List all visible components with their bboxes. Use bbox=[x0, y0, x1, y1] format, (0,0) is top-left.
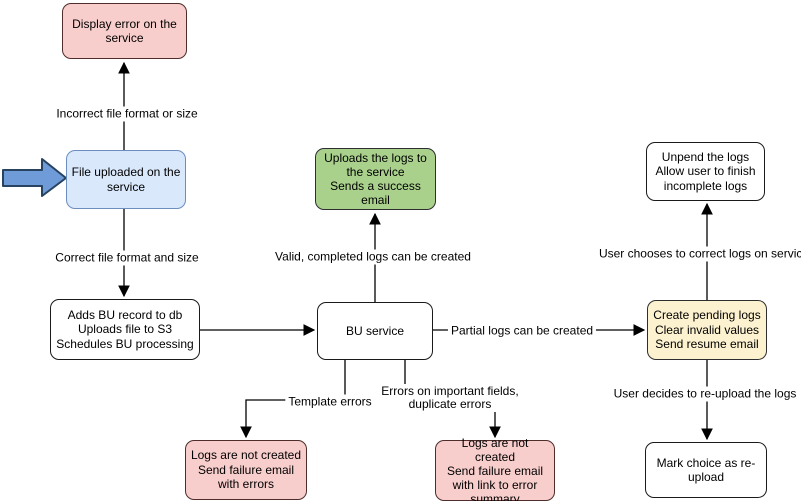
node-unpend-logs: Unpend the logs Allow user to finish inc… bbox=[646, 142, 765, 201]
node-adds-bu-record: Adds BU record to db Uploads file to S3 … bbox=[50, 299, 200, 360]
edge-label-user-corrects: User chooses to correct logs on service bbox=[595, 246, 801, 262]
edge-label-template-errors: Template errors bbox=[285, 394, 375, 410]
node-display-error: Display error on the service bbox=[62, 3, 187, 59]
edge-label-valid-logs: Valid, completed logs can be created bbox=[272, 249, 474, 265]
node-logs-not-created-summary: Logs are not created Send failure email … bbox=[435, 436, 555, 501]
node-create-pending-logs: Create pending logs Clear invalid values… bbox=[647, 300, 767, 360]
edge-label-partial-logs: Partial logs can be created bbox=[447, 323, 597, 339]
edge-label-incorrect-format: Incorrect file format or size bbox=[53, 106, 201, 122]
node-bu-service: BU service bbox=[317, 302, 433, 360]
edge-label-important-field-errors: Errors on important fields, duplicate er… bbox=[378, 384, 522, 412]
node-mark-reupload: Mark choice as re- upload bbox=[645, 442, 767, 498]
node-logs-not-created-errors: Logs are not created Send failure email … bbox=[185, 440, 307, 500]
node-file-uploaded: File uploaded on the service bbox=[66, 150, 186, 209]
edge-label-user-reuploads: User decides to re-upload the logs bbox=[610, 386, 800, 402]
entry-arrow-icon bbox=[2, 158, 67, 197]
node-uploads-logs: Uploads the logs to the service Sends a … bbox=[315, 148, 436, 210]
edge-label-correct-format: Correct file format and size bbox=[52, 250, 202, 266]
